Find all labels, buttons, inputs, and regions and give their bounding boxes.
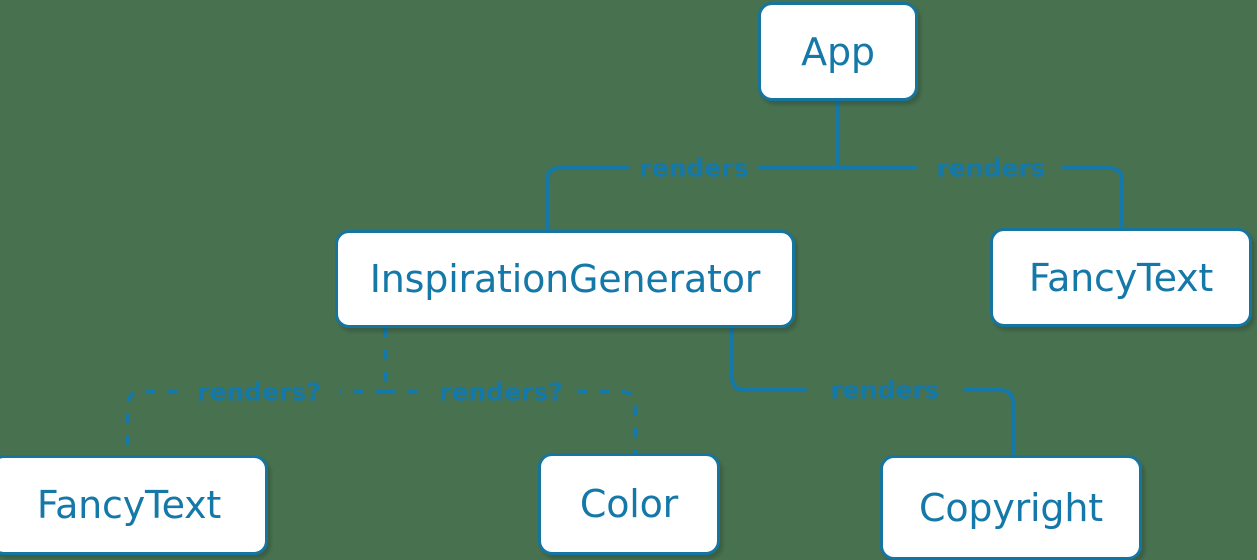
edge-inspirationgenerator-to-fancytext-left-b bbox=[126, 390, 178, 455]
node-color-label: Color bbox=[579, 482, 679, 526]
node-copyright-label: Copyright bbox=[919, 485, 1103, 530]
edge-app-to-fancytext-right-b bbox=[1061, 166, 1124, 230]
edge-app-to-inspirationgenerator-right bbox=[545, 166, 630, 232]
node-color[interactable]: Color bbox=[538, 453, 720, 555]
edge-inspirationgenerator-to-copyright-a bbox=[730, 326, 807, 392]
node-fancytext-right-label: FancyText bbox=[1028, 255, 1214, 300]
node-fancytext-bottom-left[interactable]: FancyText bbox=[0, 455, 268, 555]
edge-label-app-to-inspirationgenerator: renders bbox=[639, 153, 749, 183]
edge-label-app-to-fancytext-right: renders bbox=[936, 153, 1046, 183]
node-app-label: App bbox=[801, 29, 875, 74]
edge-label-inspirationgenerator-to-copyright: renders bbox=[830, 375, 940, 405]
node-fancytext-bottom-left-label: FancyText bbox=[36, 483, 222, 527]
edge-label-inspirationgenerator-to-fancytext-left: renders? bbox=[197, 377, 321, 407]
node-fancytext-right[interactable]: FancyText bbox=[990, 228, 1252, 327]
node-app[interactable]: App bbox=[758, 2, 918, 101]
edge-inspirationgenerator-to-copyright-b bbox=[963, 388, 1015, 457]
edge-label-inspirationgenerator-to-color: renders? bbox=[439, 377, 563, 407]
node-inspirationgenerator-label: InspirationGenerator bbox=[369, 257, 761, 301]
node-copyright[interactable]: Copyright bbox=[880, 455, 1142, 560]
node-inspirationgenerator[interactable]: InspirationGenerator bbox=[335, 230, 795, 328]
edge-inspirationgenerator-to-color-b bbox=[578, 390, 637, 453]
